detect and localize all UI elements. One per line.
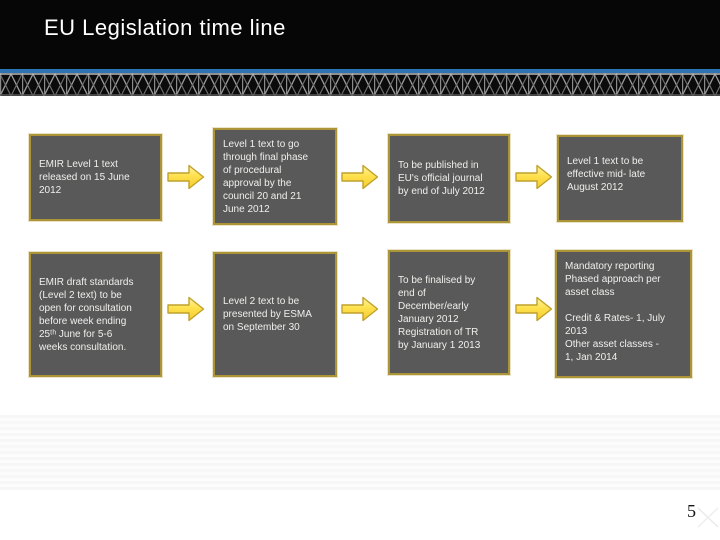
ghost-watermark-band <box>0 415 720 490</box>
timeline-box-level2-esma: Level 2 text to be presented by ESMA on … <box>213 252 337 377</box>
timeline-box-level1-effective: Level 1 text to be effective mid- late A… <box>557 135 683 222</box>
flow-arrow-right-icon <box>341 296 379 322</box>
slide-header: EU Legislation time line <box>0 0 720 69</box>
timeline-box-draft-standards-consultation: EMIR draft standards (Level 2 text) to b… <box>29 252 162 377</box>
ghost-x-watermark-icon <box>697 506 719 528</box>
flow-arrow-right-icon <box>167 296 205 322</box>
timeline-box-finalised-registration: To be finalised by end of December/early… <box>388 250 510 375</box>
timeline-box-official-journal: To be published in EU's official journal… <box>388 134 510 223</box>
flow-arrow-right-icon <box>515 164 553 190</box>
accent-divider <box>0 69 720 73</box>
flow-arrow-right-icon <box>167 164 205 190</box>
timeline-box-emir-level1-release: EMIR Level 1 text released on 15 June 20… <box>29 134 162 221</box>
flow-arrow-right-icon <box>515 296 553 322</box>
timeline-box-mandatory-reporting: Mandatory reporting Phased approach per … <box>555 250 692 378</box>
slide-title: EU Legislation time line <box>44 15 286 40</box>
timeline-box-procedural-approval: Level 1 text to go through final phase o… <box>213 128 337 225</box>
page-number: 5 <box>687 501 696 521</box>
truss-banner-image <box>0 73 720 96</box>
flow-arrow-right-icon <box>341 164 379 190</box>
